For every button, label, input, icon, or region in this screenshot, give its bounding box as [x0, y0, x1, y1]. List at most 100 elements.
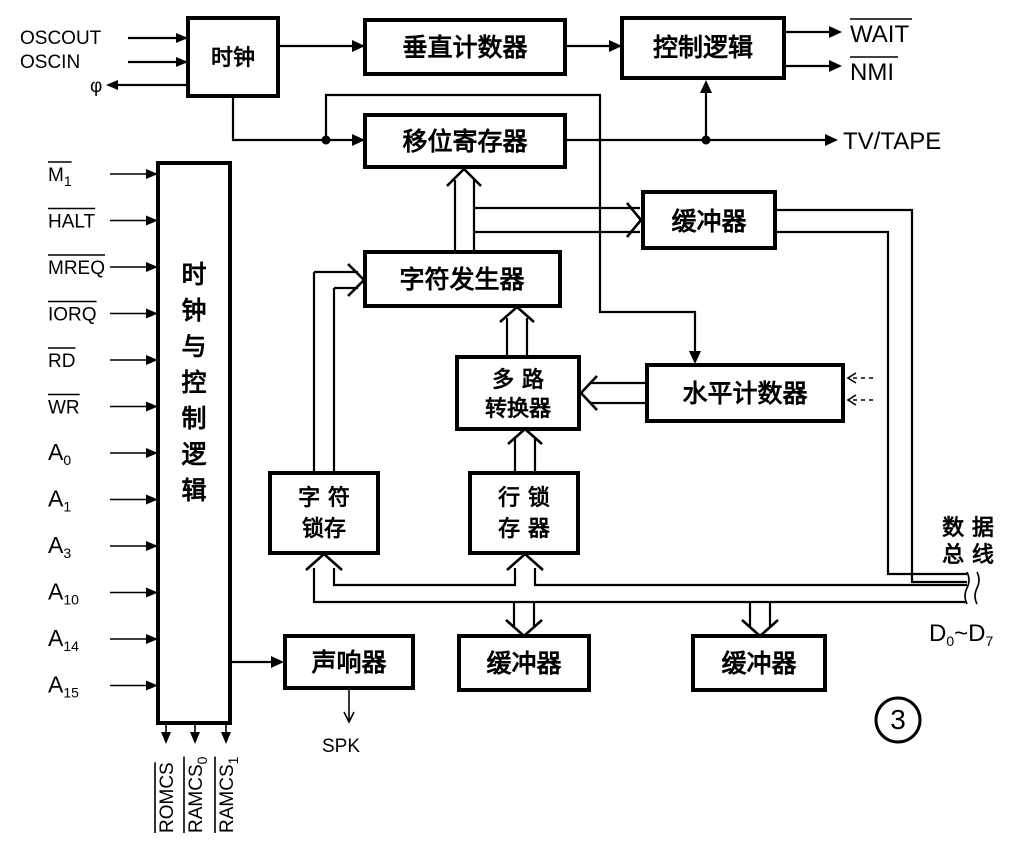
output-signal-sub: 0 [194, 756, 210, 764]
oscout-label: OSCOUT [20, 28, 102, 49]
output-signal-arrow [161, 732, 171, 744]
buffer-top-block: 缓冲器 [641, 190, 777, 250]
input-signal-base: A [48, 579, 64, 605]
input-signal-label: A0 [48, 439, 71, 468]
output-signal-arrow [190, 732, 200, 744]
input-signal-sub: 10 [63, 592, 79, 608]
input-signal-base: A [48, 532, 64, 558]
wait-arrow [829, 26, 842, 38]
char-generator-block: 字符发生器 [363, 250, 562, 308]
output-signal-label: ROMCS [157, 762, 178, 833]
buffer-top-bus-wire-b [775, 230, 967, 576]
buffer-bottom-right-block: 缓冲器 [691, 634, 827, 692]
multiplexer-block: 多 路 转换器 [455, 355, 581, 431]
buffer-top-bus-wire-a [775, 208, 967, 584]
row-latch-block: 行 锁 存 器 [468, 471, 580, 555]
input-signal-base: HALT [48, 212, 96, 233]
input-signal-sub: 0 [63, 452, 71, 468]
input-signal-base: M [48, 165, 64, 186]
clock-control-logic-block: 时钟与控制逻辑 [156, 161, 232, 725]
oscout-arrow [176, 33, 188, 43]
buzzer-block: 声响器 [283, 634, 415, 690]
input-signal-label: A3 [48, 532, 71, 561]
oscin-arrow [176, 57, 188, 67]
clock-to-hcounter-arrow [689, 351, 701, 364]
horizontal-counter-label: 水平计数器 [682, 379, 808, 408]
char-latch-label-1: 字 符 [298, 485, 350, 511]
input-signal-label: WR [48, 398, 80, 419]
clock-control-logic-label: 时钟与控制逻辑 [181, 260, 207, 505]
nmi-label: NMI [850, 59, 894, 86]
vertical-counter-block: 垂直计数器 [363, 18, 567, 76]
wires [106, 26, 980, 724]
clock-to-hcounter-wire [324, 93, 697, 354]
output-signal-base: RAMCS [186, 764, 207, 833]
input-signal-base: A [48, 625, 64, 651]
bus-wire-upper-right [533, 568, 967, 587]
figure-number-label: 3 [890, 704, 906, 735]
input-signal-wires [110, 169, 158, 691]
hcounter-dashed-arrow-a [846, 372, 857, 384]
rowlatch-to-mux-arrow [507, 427, 543, 445]
bus-to-buffer-right-arrow [741, 619, 779, 638]
input-signal-label: RD [48, 351, 75, 372]
shift-register-block: 移位寄存器 [363, 113, 567, 169]
nmi-arrow [829, 60, 842, 72]
data-range-sep: ~D [954, 620, 985, 647]
output-signal-label: RAMCS1 [217, 756, 241, 833]
buzzer-label: 声响器 [311, 648, 387, 677]
vcounter-to-control-arrow [609, 40, 622, 52]
clock-to-shift-arrow [352, 134, 365, 146]
char-generator-label: 字符发生器 [399, 265, 525, 294]
data-bus-label-1: 数 据 [942, 515, 994, 541]
logic-to-buzzer-arrow [271, 656, 284, 668]
tv-tape-label: TV/TAPE [843, 128, 941, 155]
row-latch-label-2: 存 器 [498, 516, 551, 542]
spk-label: SPK [322, 736, 360, 757]
input-signal-arrow [146, 448, 158, 458]
input-signal-base: WR [48, 398, 80, 419]
hcounter-dashed-arrow-b [846, 394, 857, 406]
input-signal-base: RD [48, 351, 75, 372]
input-signal-sub: 3 [63, 545, 71, 561]
clock-to-shift-wire [231, 96, 363, 142]
input-signal-sub: 15 [63, 685, 79, 701]
output-signal-label: RAMCS0 [186, 756, 210, 833]
multiplexer-label-1: 多 路 [492, 367, 545, 393]
input-signal-arrow [146, 587, 158, 598]
output-signal-sub: 1 [225, 756, 241, 764]
input-signal-arrow [146, 541, 158, 551]
bus-break-mark-a [964, 571, 970, 605]
vertical-counter-label: 垂直计数器 [402, 33, 528, 62]
control-logic-block: 控制逻辑 [620, 16, 786, 80]
input-signal-sub: 14 [63, 638, 79, 654]
shift-to-control-arrow [700, 80, 712, 93]
input-signal-base: A [48, 672, 64, 698]
bus-to-rowlatch-arrow [506, 552, 544, 571]
output-signal-base: RAMCS [217, 764, 238, 833]
buzzer-to-spk-arrow [343, 711, 355, 724]
input-signal-label: M1 [48, 165, 72, 189]
to-buffer-top-arrow [625, 202, 643, 238]
input-signal-arrow [146, 401, 158, 412]
buffer-bottom-left-block: 缓冲器 [457, 634, 591, 692]
input-signal-label: A1 [48, 486, 71, 515]
input-signal-label: A10 [48, 579, 79, 608]
input-signal-base: MREQ [48, 258, 105, 279]
oscin-label: OSCIN [20, 52, 80, 73]
input-signal-base: A [48, 439, 64, 465]
input-signal-arrow [146, 494, 158, 505]
char-latch-block: 字 符 锁存 [268, 471, 380, 555]
output-signal-wires [161, 723, 231, 744]
chargen-to-shift-arrow [446, 167, 482, 187]
input-signal-arrow [146, 355, 158, 365]
input-signal-arrow [146, 169, 158, 179]
bus-to-buffer-left-arrow [505, 619, 543, 638]
hcounter-to-mux-arrow [579, 375, 598, 411]
tv-tape-arrow [825, 134, 838, 146]
input-signal-arrow [146, 634, 158, 644]
data-bus-label-2: 总 线 [942, 542, 994, 568]
